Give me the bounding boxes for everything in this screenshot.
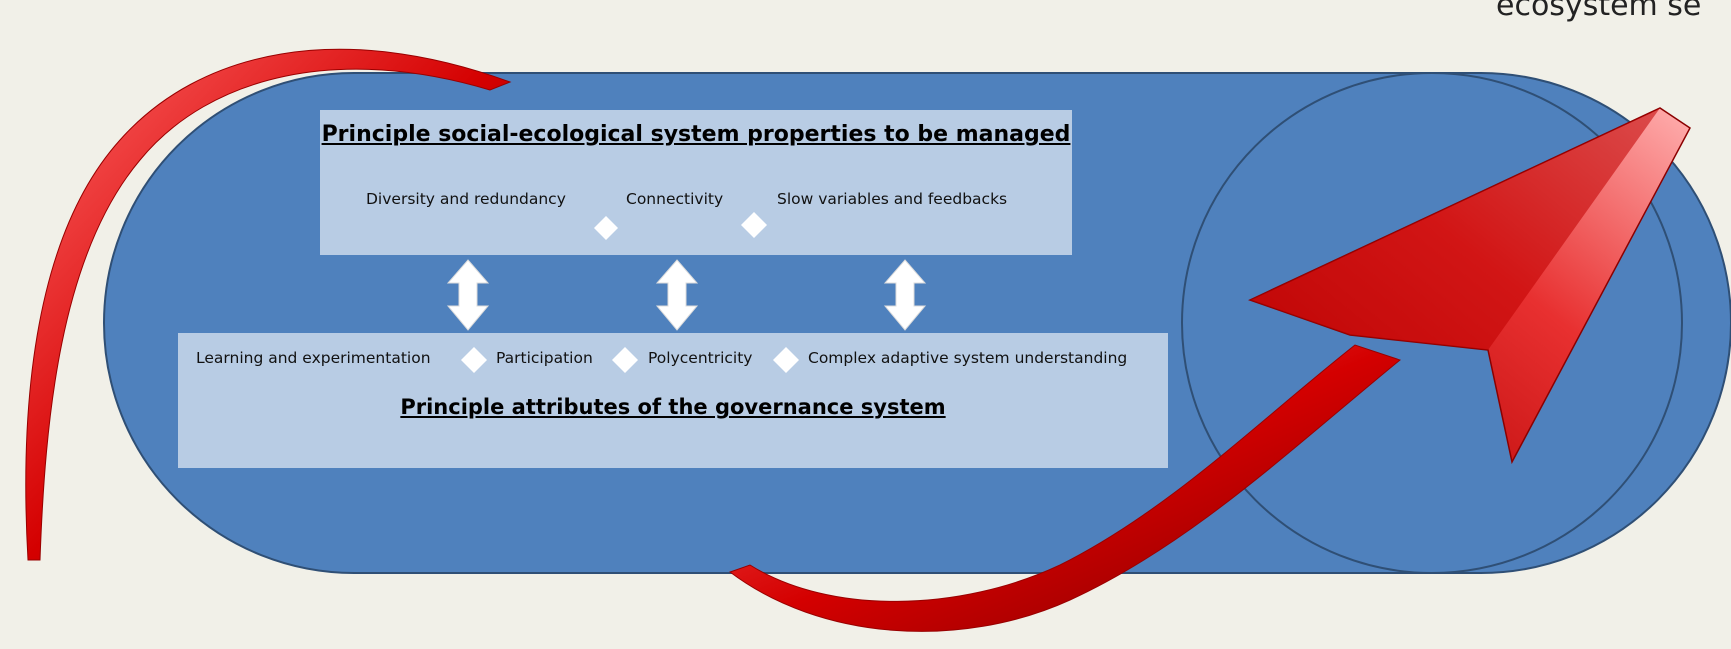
property-diversity: Diversity and redundancy: [366, 190, 566, 208]
system-circle: [1181, 72, 1683, 574]
attributes-heading: Principle attributes of the governance s…: [400, 395, 946, 419]
red-curve-left: [25, 48, 512, 561]
double-arrow-2: [655, 259, 699, 331]
red-curve-bottom: [728, 344, 1402, 632]
diamond-connector: [594, 216, 618, 240]
attribute-complex-adaptive: Complex adaptive system understanding: [808, 349, 1128, 367]
attribute-learning: Learning and experimentation: [196, 349, 431, 367]
diamond-connector: [741, 212, 767, 238]
diamond-connector: [773, 347, 799, 373]
double-arrow-3: [883, 259, 927, 331]
attribute-polycentricity: Polycentricity: [648, 349, 753, 367]
property-connectivity: Connectivity: [626, 190, 724, 208]
corner-caption: ecosystem se: [1496, 0, 1702, 23]
double-arrow-1: [446, 259, 490, 331]
attribute-participation: Participation: [496, 349, 593, 367]
diamond-connector: [461, 347, 487, 373]
red-arrow-head-shade: [1250, 108, 1660, 350]
attributes-box: Learning and experimentation Participati…: [178, 333, 1168, 468]
properties-heading: Principle social-ecological system prope…: [321, 122, 1071, 147]
property-slow-variables: Slow variables and feedbacks: [777, 190, 1008, 208]
diamond-connector: [612, 347, 638, 373]
properties-box: Principle social-ecological system prope…: [320, 110, 1072, 255]
